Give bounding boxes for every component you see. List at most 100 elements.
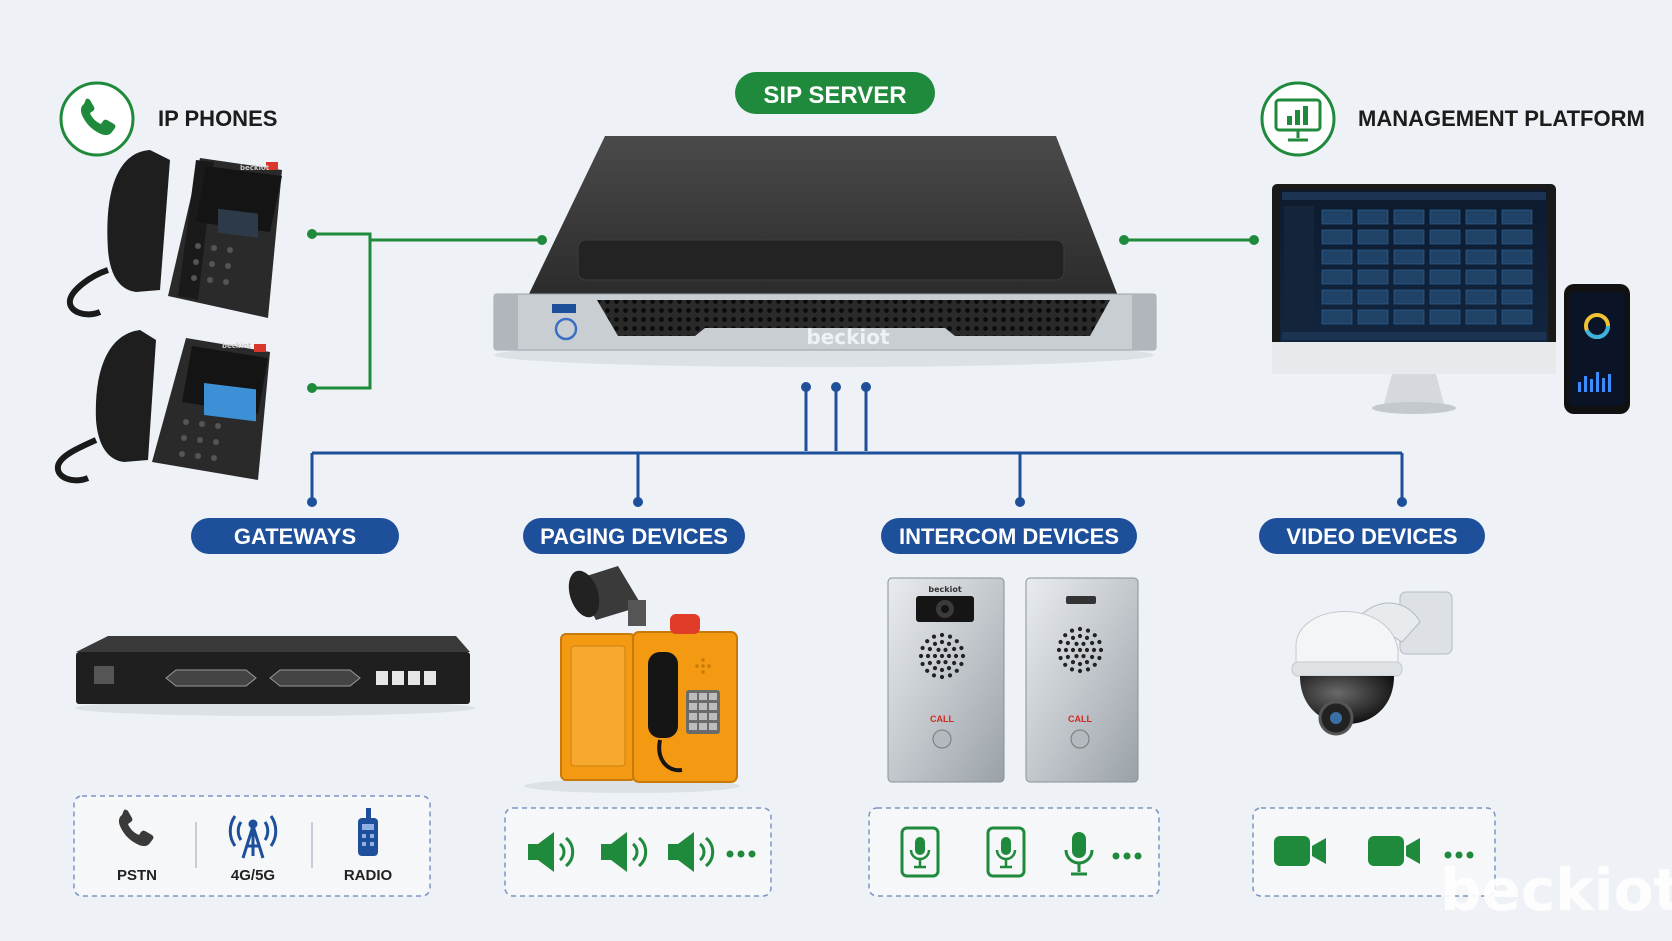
- gateway-device: [75, 636, 475, 716]
- phones-bracket-line: [312, 232, 372, 390]
- paging-device: [524, 566, 740, 793]
- server-drop-lines: [804, 386, 868, 451]
- brand-watermark: beckiot: [1440, 856, 1672, 924]
- camera-housing: [1295, 611, 1399, 665]
- paging-title: PAGING DEVICES: [523, 518, 745, 554]
- phone-badge: [59, 81, 135, 157]
- alarm-beacon: [670, 614, 700, 634]
- blue-connector-dots: [307, 382, 1407, 507]
- speaker-icon: [668, 832, 715, 872]
- microphone-icon: [900, 826, 940, 878]
- intercom-faceplate: [887, 577, 1005, 783]
- green-connector-dots: [307, 229, 1259, 393]
- video-label: VIDEO DEVICES: [1286, 524, 1457, 549]
- intercom-brand-logo: beckiot: [928, 585, 961, 594]
- dashboard-tile: [1501, 269, 1533, 285]
- ptz-camera: [1291, 591, 1453, 736]
- dashboard-tile: [1393, 269, 1425, 285]
- dashboard-tile: [1429, 269, 1461, 285]
- server-brand-logo: beckiot: [806, 325, 890, 349]
- dashboard-tile: [1393, 209, 1425, 225]
- phone-icon: [80, 98, 116, 136]
- ip-phone-bottom: beckiot: [54, 330, 270, 484]
- channel-label-pstn: PSTN: [117, 867, 157, 884]
- dashboard-tile: [1429, 309, 1461, 325]
- ip-phones-title: IP PHONES: [59, 81, 277, 157]
- gateway-channels-box: PSTN 4G/5G RADIO: [73, 795, 431, 897]
- dashboard-tile: [1321, 249, 1353, 265]
- green-connectors: [312, 232, 1254, 390]
- dashboard-tile: [1465, 209, 1497, 225]
- management-monitor: [1272, 184, 1556, 414]
- phone-screen: [196, 166, 282, 232]
- dashboard-tile: [1357, 249, 1389, 265]
- dashboard-tile: [1429, 289, 1461, 305]
- dashboard-tile: [1357, 229, 1389, 245]
- dashboard-tile: [1357, 209, 1389, 225]
- microphone-icon: [986, 826, 1026, 878]
- radio-icon: [358, 808, 378, 856]
- dashboard-tile: [1465, 289, 1497, 305]
- sip-server-unit: beckiot: [493, 136, 1157, 367]
- dashboard-tile: [1357, 269, 1389, 285]
- dashboard-tile: [1321, 229, 1353, 245]
- ip-phones-label: IP PHONES: [158, 106, 277, 131]
- dashboard-tile: [1501, 289, 1533, 305]
- microphone-icon: [1064, 832, 1094, 876]
- cell-tower-icon: [228, 815, 278, 859]
- dashboard-tile: [1429, 249, 1461, 265]
- dashboard-tile: [1393, 309, 1425, 325]
- dashboard-tile: [1393, 289, 1425, 305]
- intercom-title: INTERCOM DEVICES: [881, 518, 1137, 554]
- dashboard-tile: [1393, 249, 1425, 265]
- management-title: MANAGEMENT PLATFORM: [1260, 81, 1645, 157]
- dashboard-tile: [1429, 209, 1461, 225]
- management-smartphone: [1564, 284, 1630, 414]
- dashboard-tile: [1321, 209, 1353, 225]
- pstn-phone-icon: [118, 809, 154, 847]
- paging-icons-box: [504, 807, 772, 897]
- intercom-panel-camera: beckiot CALL: [887, 577, 1005, 783]
- ip-phone-top: beckiot: [66, 150, 282, 318]
- server-vent-grille: [597, 300, 1110, 336]
- intercom-label: INTERCOM DEVICES: [899, 524, 1119, 549]
- device-branch-lines: [310, 453, 1404, 502]
- intercom-icons-box: [868, 807, 1160, 897]
- more-dots: [726, 850, 756, 858]
- dashboard-tile: [1465, 309, 1497, 325]
- channel-label-radio: RADIO: [344, 867, 393, 884]
- speaker-icon: [601, 832, 648, 872]
- monitor-chart-icon: [1274, 98, 1322, 142]
- phone-brand-logo: beckiot: [240, 164, 270, 172]
- more-dots: [1112, 852, 1142, 860]
- gateways-title: GATEWAYS: [191, 518, 399, 554]
- phone-color-screen: [204, 383, 256, 422]
- power-button-icon: [554, 317, 578, 341]
- dashboard-tile: [1465, 229, 1497, 245]
- intercom-panel-basic: CALL: [1025, 577, 1139, 783]
- usb-port-icon: [552, 304, 576, 313]
- video-title: VIDEO DEVICES: [1259, 518, 1485, 554]
- management-label: MANAGEMENT PLATFORM: [1358, 106, 1645, 131]
- call-button: [932, 729, 952, 749]
- dashboard-tile: [1429, 229, 1461, 245]
- phone-handset: [107, 150, 170, 292]
- dashboard-tile: [1321, 309, 1353, 325]
- sip-server-title: SIP SERVER: [735, 72, 935, 114]
- dashboard-tile: [1501, 249, 1533, 265]
- sip-server-label: SIP SERVER: [763, 82, 906, 109]
- call-button: [1070, 729, 1090, 749]
- dashboard-tiles: [1282, 192, 1546, 340]
- speaker-icon: [528, 832, 575, 872]
- call-label: CALL: [1068, 714, 1092, 724]
- blue-connectors: [310, 386, 1404, 502]
- more-dots: [1444, 851, 1474, 859]
- video-camera-icon: [1368, 836, 1420, 866]
- phone-brand-logo: beckiot: [222, 342, 252, 350]
- dashboard-tile: [1357, 309, 1389, 325]
- intercom-faceplate: [1025, 577, 1139, 783]
- dashboard-tile: [1501, 309, 1533, 325]
- gateways-label: GATEWAYS: [234, 524, 356, 549]
